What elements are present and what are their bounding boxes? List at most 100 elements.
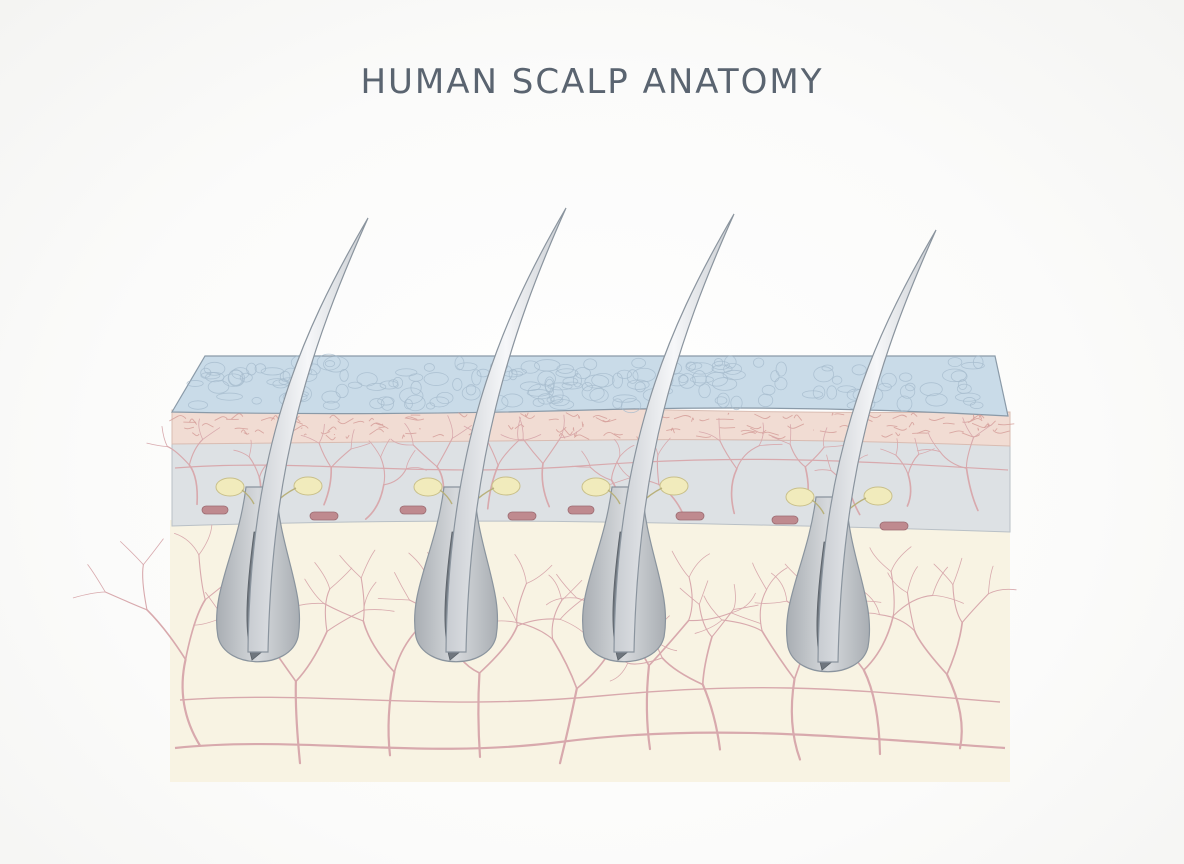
capillary (691, 417, 694, 422)
epidermis-cell (698, 383, 711, 399)
capillary (603, 431, 621, 439)
epidermis-cell (321, 390, 341, 404)
arrector-pili-muscle (771, 515, 799, 525)
vessel (560, 414, 565, 438)
capillary (727, 412, 730, 415)
capillary (962, 421, 970, 423)
epidermis-cell (266, 378, 289, 386)
capillary (893, 426, 908, 431)
epidermis-cell (548, 386, 564, 403)
capillary (507, 424, 514, 430)
sebaceous-gland-icon (293, 476, 323, 496)
capillary (917, 429, 931, 434)
capillary (404, 416, 418, 420)
capillary (234, 427, 249, 430)
epidermis-cell (429, 396, 450, 408)
vessel (202, 427, 221, 440)
vessel (294, 680, 302, 765)
vessel (752, 562, 767, 591)
vessel (318, 423, 325, 444)
vessel (789, 443, 806, 468)
vessel (87, 564, 106, 593)
capillary (787, 423, 805, 429)
capillary (214, 416, 228, 421)
capillary (577, 415, 581, 419)
vessel (880, 448, 897, 456)
epidermis-cell (511, 368, 527, 376)
sebaceous-gland-icon (215, 477, 245, 497)
vessel (790, 678, 802, 761)
epidermis-cell (813, 366, 835, 383)
vessel (350, 429, 355, 450)
vessel (932, 595, 964, 604)
hair-follicle-3 (567, 213, 735, 663)
vessel (198, 554, 206, 601)
vessel (823, 445, 845, 448)
vessel (451, 425, 472, 439)
vessel (701, 683, 722, 751)
vessel (645, 664, 652, 751)
vessel (589, 466, 613, 481)
vessel (405, 450, 416, 469)
epidermis-cell (403, 398, 413, 410)
vessel (671, 550, 690, 578)
vessel (323, 602, 364, 622)
capillary (819, 430, 837, 434)
capillary (406, 417, 425, 421)
capillary (191, 432, 200, 437)
vessel (329, 567, 353, 590)
vessel (233, 449, 250, 458)
capillary (971, 422, 990, 428)
epidermis-cell (410, 380, 422, 395)
vessel (694, 619, 723, 634)
capillary (183, 426, 195, 430)
vessel (548, 574, 563, 601)
epidermis-cell (692, 370, 707, 387)
capillary (699, 418, 710, 422)
vessel (914, 437, 920, 455)
capillary (378, 426, 385, 428)
epidermis-cell (584, 374, 610, 389)
capillary (761, 431, 779, 436)
epidermis-cell (583, 358, 598, 371)
vessel (789, 424, 792, 445)
capillary (666, 428, 681, 432)
capillary (401, 434, 405, 439)
vessel (703, 595, 723, 621)
vessel (952, 584, 963, 624)
epidermis-cell (395, 368, 418, 377)
epidermis-cell (925, 393, 948, 407)
vessel (581, 450, 591, 468)
sebaceous-gland-icon (863, 486, 893, 506)
vessel (610, 477, 631, 485)
epidermis-cell (896, 395, 913, 412)
epidermis-cell (881, 372, 897, 388)
epidermis-cell (801, 390, 824, 399)
vessel (730, 592, 756, 614)
capillary (992, 428, 998, 432)
epidermis-cell (260, 367, 284, 376)
capillary (169, 415, 187, 422)
vessel (390, 438, 414, 446)
vessel (104, 591, 148, 611)
vessel (661, 657, 704, 686)
capillary (189, 418, 198, 425)
epidermis-cell (812, 385, 826, 400)
epidermis-cell (688, 362, 714, 375)
capillary (520, 413, 536, 419)
capillary (325, 434, 336, 441)
vessel (758, 422, 764, 447)
vessel (698, 431, 721, 442)
sebaceous-gland-icon (581, 477, 611, 497)
vessel (323, 466, 333, 506)
epidermis-cell (831, 375, 843, 385)
vessel (869, 547, 892, 573)
vessel (932, 566, 948, 596)
vessel (142, 564, 148, 611)
vessel (514, 554, 527, 584)
vessel (679, 587, 700, 605)
capillary (892, 414, 908, 419)
capillary (834, 413, 845, 416)
arrector-pili-muscle (309, 511, 339, 521)
epidermis-cell (942, 368, 967, 383)
